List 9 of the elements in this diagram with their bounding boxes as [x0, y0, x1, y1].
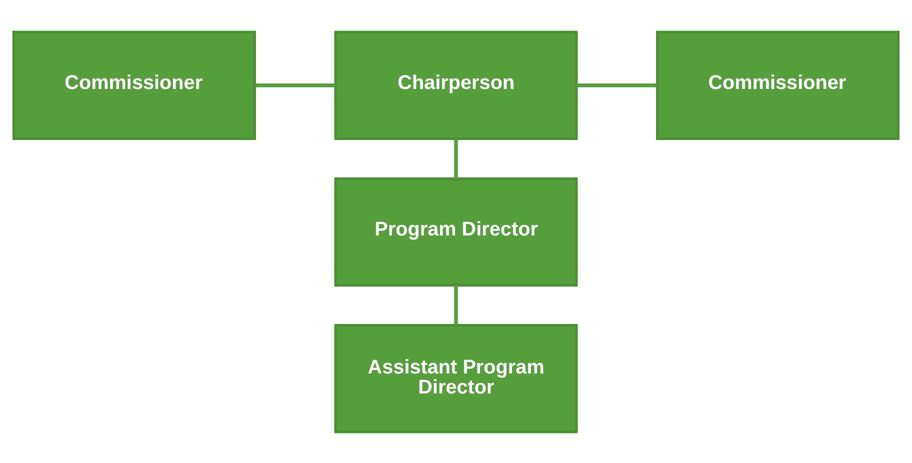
node-box: Commissioner [656, 30, 900, 140]
connector [454, 285, 458, 324]
node-box: Program Director [334, 176, 578, 286]
node-box: Commissioner [12, 30, 256, 140]
connector [576, 83, 657, 87]
node-box: Chairperson [334, 30, 578, 140]
connector [254, 83, 336, 87]
node-box: Assistant Program Director [334, 323, 578, 433]
connector [454, 138, 458, 178]
